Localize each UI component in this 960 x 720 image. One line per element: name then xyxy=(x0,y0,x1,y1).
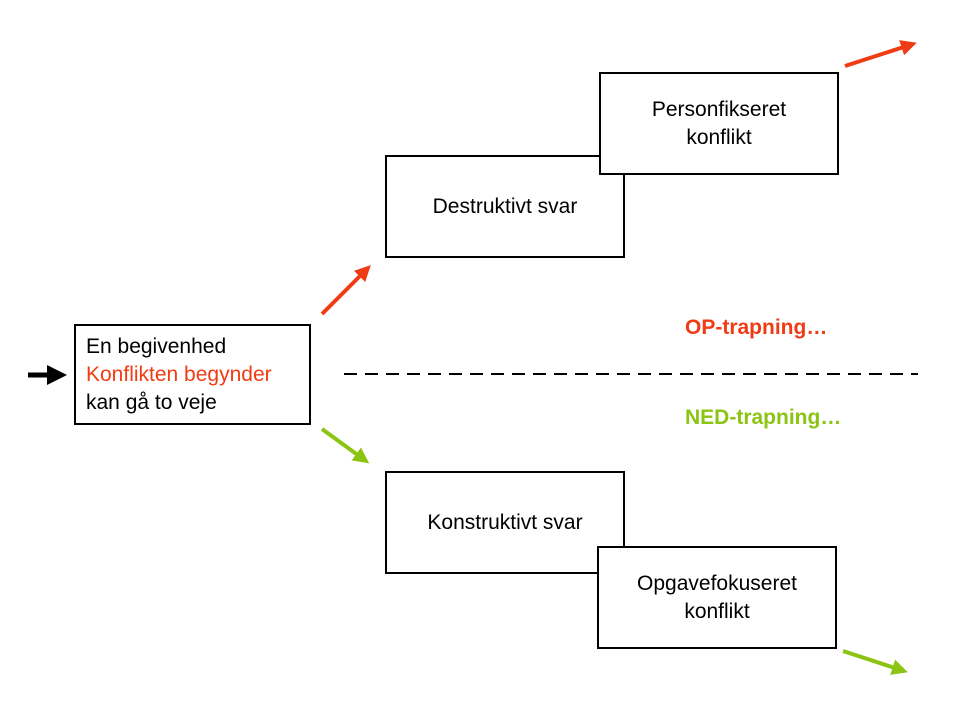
personal-conflict-box: Personfikseret konflikt xyxy=(599,72,839,175)
personal-conflict-out-arrow xyxy=(844,40,917,68)
task-conflict-line-1: Opgavefokuseret xyxy=(637,571,797,595)
constructive-response-box: Konstruktivt svar xyxy=(385,471,625,574)
escalation-down-label: NED-trapning… xyxy=(685,406,842,429)
escalation-up-arrow xyxy=(320,265,371,316)
task-conflict-line-2: konflikt xyxy=(684,599,750,623)
event-line-3: kan gå to veje xyxy=(86,391,217,414)
event-line-2: Konflikten begynder xyxy=(86,363,272,386)
destructive-response-label: Destruktivt svar xyxy=(432,194,578,218)
task-conflict-box: Opgavefokuseret konflikt xyxy=(597,546,837,649)
event-line-1: En begivenhed xyxy=(86,335,227,358)
personal-conflict-line-1: Personfikseret xyxy=(651,97,787,121)
escalation-up-label: OP-trapning… xyxy=(685,316,828,339)
personal-conflict-line-2: konflikt xyxy=(686,125,752,149)
event-box: En begivenhed Konflikten begynder kan gå… xyxy=(74,324,311,425)
destructive-response-box: Destruktivt svar xyxy=(385,155,625,258)
constructive-response-label: Konstruktivt svar xyxy=(427,510,583,534)
escalation-down-arrow xyxy=(320,427,370,464)
task-conflict-out-arrow xyxy=(842,649,908,675)
